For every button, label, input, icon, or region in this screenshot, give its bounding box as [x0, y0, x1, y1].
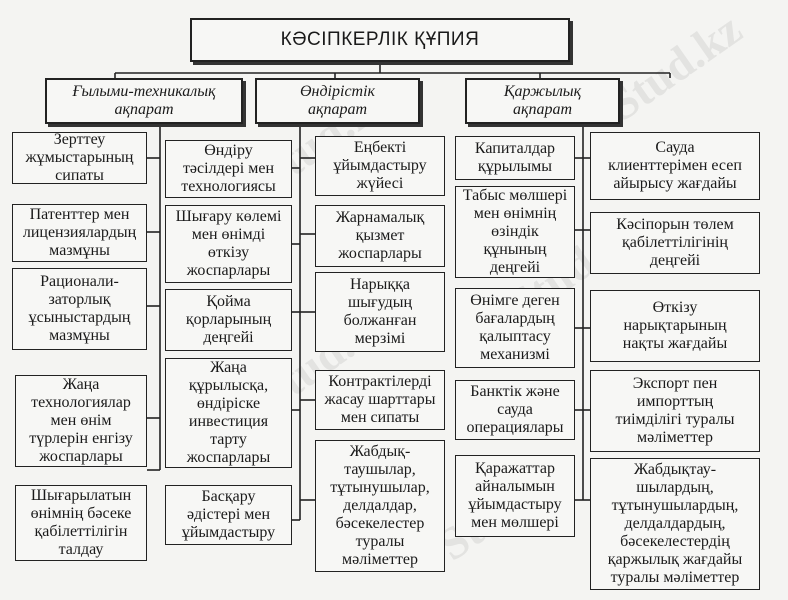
- item-funds-turnover: Қаражаттар айналымын ұйымдастыру мен мөл…: [455, 455, 575, 537]
- category-production: Өндірістік ақпарат: [255, 78, 420, 124]
- item-new-construction-investment: Жаңа құрылысқа, өндіріске инвестиция тар…: [165, 358, 292, 468]
- item-solvency-level: Кәсіпорын төлем қабілеттілігінің деңгейі: [590, 212, 760, 274]
- item-patents-licenses: Патенттер мен лицензиялардың мазмұны: [12, 204, 147, 262]
- item-capital-structure: Капиталдар құрылымы: [455, 136, 575, 180]
- item-client-settlements: Сауда клиенттерімен есеп айырысу жағдайы: [590, 132, 760, 200]
- item-suppliers-info: Жабдық- таушылар, тұтынушылар, делдалдар…: [315, 440, 445, 572]
- category-financial: Қаржылық ақпарат: [465, 78, 620, 124]
- item-bank-trade-operations: Банктік және сауда операциялары: [455, 380, 575, 440]
- item-warehouse-stock: Қойма қорларының деңгейі: [165, 289, 292, 351]
- item-research-nature: Зерттеу жұмыстарының сипаты: [12, 131, 147, 184]
- item-labor-organization: Еңбекті ұйымдастыру жүйесі: [315, 136, 445, 196]
- item-market-release-date: Нарыққа шығудың болжанған мерзімі: [315, 272, 445, 352]
- item-rationalization: Рационали- заторлық ұсыныстардың мазмұны: [12, 268, 147, 350]
- item-supplier-financial-state: Жабдықтау- шылардың, тұтынушылардың, дел…: [590, 458, 760, 590]
- item-pricing-mechanism: Өнімге деген бағалардың қалыптасу механи…: [455, 288, 575, 368]
- item-sales-markets: Өткізу нарықтарының нақты жағдайы: [590, 290, 760, 362]
- item-export-import: Экспорт пен импорттың тиімділігі туралы …: [590, 370, 760, 452]
- diagram-title: КӘСІПКЕРЛІК ҚҰПИЯ: [190, 18, 570, 62]
- item-advertising-plans: Жарнамалық қызмет жоспарлары: [315, 205, 445, 267]
- category-scientific-technical: Ғылыми-техникалық ақпарат: [45, 78, 243, 124]
- item-profit-level: Табыс мөлшері мен өнімнің өзіндік құныны…: [455, 186, 575, 278]
- item-production-methods: Өндіру тәсілдері мен технологиясы: [165, 140, 292, 198]
- item-new-technologies: Жаңа технологиялар мен өнім түрлерін енг…: [15, 375, 147, 467]
- item-output-volume: Шығару көлемі мен өнімді өткізу жоспарла…: [165, 205, 292, 283]
- item-competitiveness-analysis: Шығарылатын өнімнің бәсеке қабілеттілігі…: [15, 485, 147, 561]
- item-management-methods: Басқару әдістері мен ұйымдастыру: [165, 485, 292, 545]
- item-contract-terms: Контрактілерді жасау шарттары мен сипаты: [315, 370, 445, 430]
